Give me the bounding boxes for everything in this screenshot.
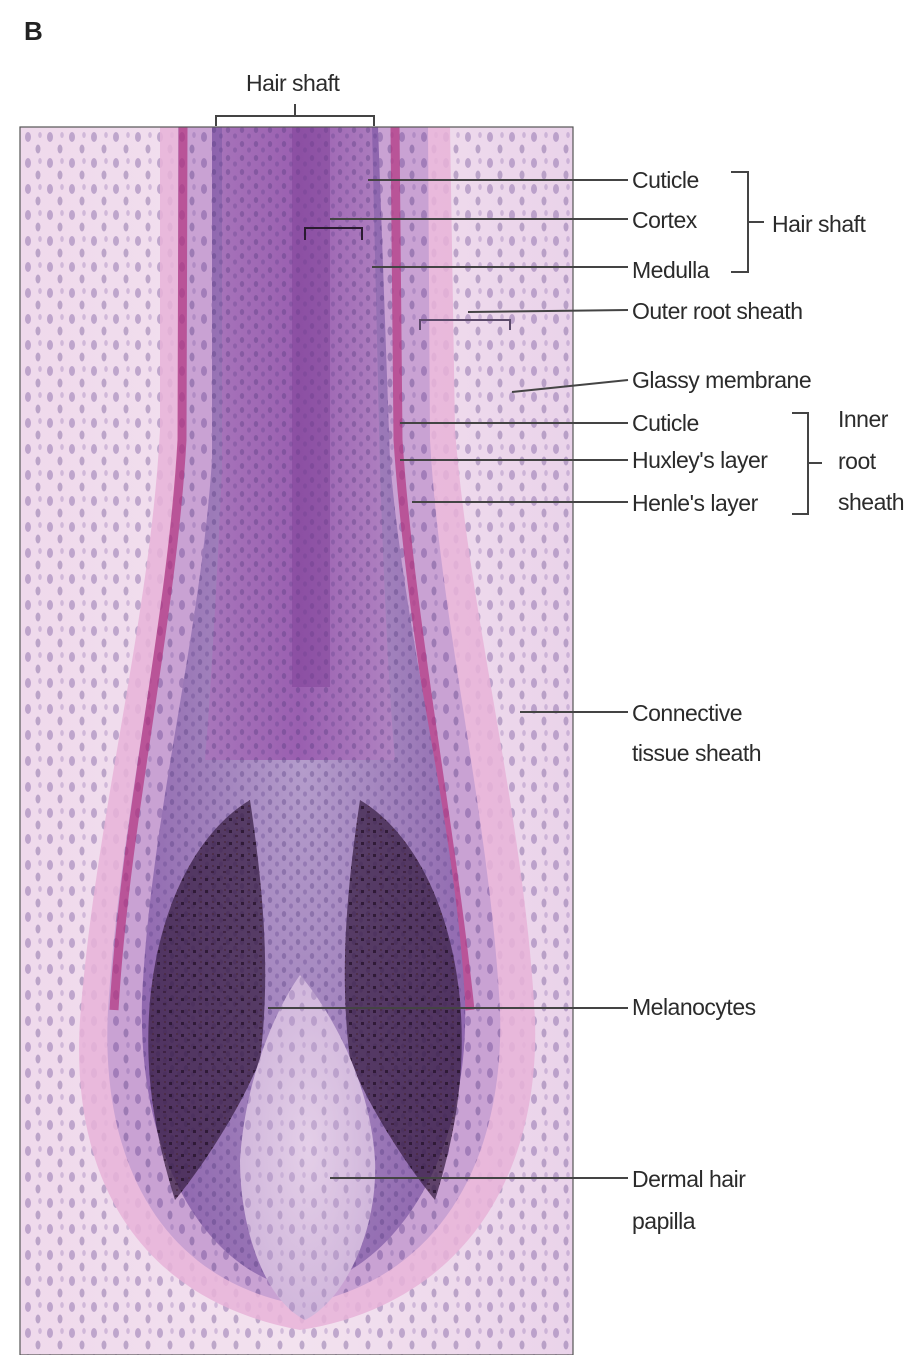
hair-shaft-top-bracket: [216, 104, 374, 126]
panel-letter: B: [24, 16, 43, 47]
label-glassy-membrane: Glassy membrane: [632, 367, 811, 393]
label-cuticle-shaft: Cuticle: [632, 167, 699, 193]
label-connective-tissue-sheath-2: tissue sheath: [632, 740, 761, 766]
inner-root-sheath-bracket: [792, 413, 822, 514]
label-connective-tissue-sheath-1: Connective: [632, 700, 742, 726]
label-outer-root-sheath: Outer root sheath: [632, 298, 803, 324]
label-henles-layer: Henle's layer: [632, 490, 758, 516]
label-medulla: Medulla: [632, 257, 709, 283]
label-hair-shaft-top: Hair shaft: [246, 70, 339, 96]
hair-shaft-group-bracket: [731, 172, 764, 272]
label-dermal-hair-papilla-2: papilla: [632, 1208, 695, 1234]
label-cortex: Cortex: [632, 207, 697, 233]
label-melanocytes: Melanocytes: [632, 994, 756, 1020]
label-cuticle-inner: Cuticle: [632, 410, 699, 436]
label-hair-shaft-group: Hair shaft: [772, 211, 865, 237]
label-inner-root-sheath-3: sheath: [838, 489, 904, 515]
label-dermal-hair-papilla-1: Dermal hair: [632, 1166, 745, 1192]
label-inner-root-sheath-1: Inner: [838, 406, 888, 432]
label-inner-root-sheath-2: root: [838, 448, 876, 474]
label-huxleys-layer: Huxley's layer: [632, 447, 767, 473]
